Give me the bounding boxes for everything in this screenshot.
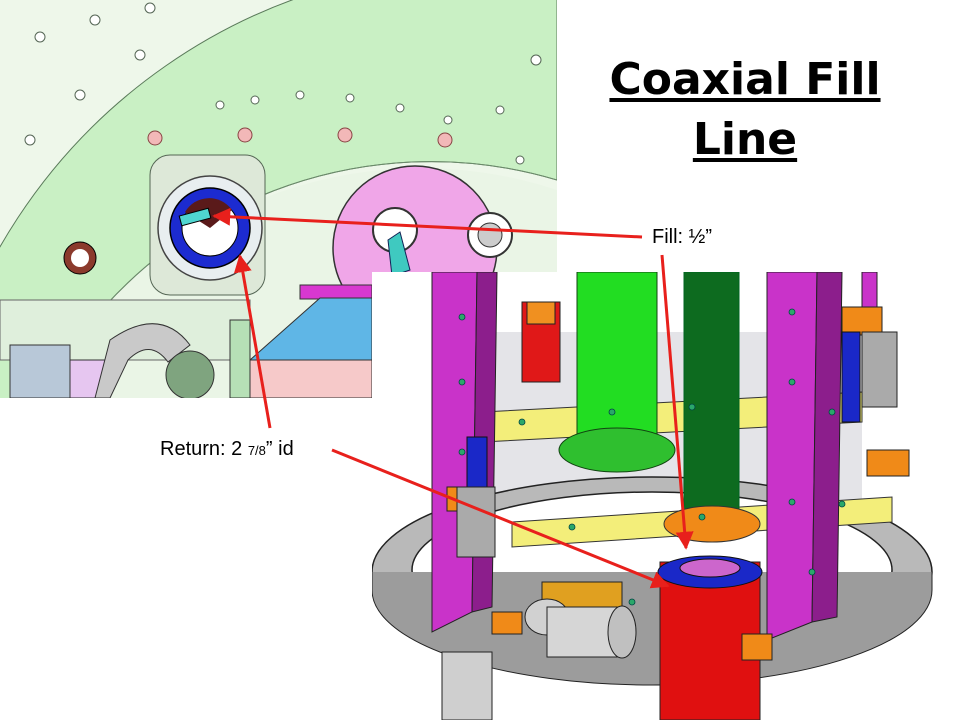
- return-label-suffix: ” id: [265, 438, 294, 460]
- return-label-fraction: 7/8: [247, 443, 266, 458]
- return-label: Return: 2 7/8” id: [160, 438, 294, 461]
- title-line-1: Coaxial Fill: [609, 54, 881, 105]
- title-line-2: Line: [692, 114, 798, 165]
- return-label-prefix: Return: 2: [160, 438, 248, 460]
- page-title: Coaxial Fill Line: [570, 50, 920, 170]
- lower-cad-view: [372, 272, 960, 720]
- fill-label: Fill: ½”: [652, 226, 712, 248]
